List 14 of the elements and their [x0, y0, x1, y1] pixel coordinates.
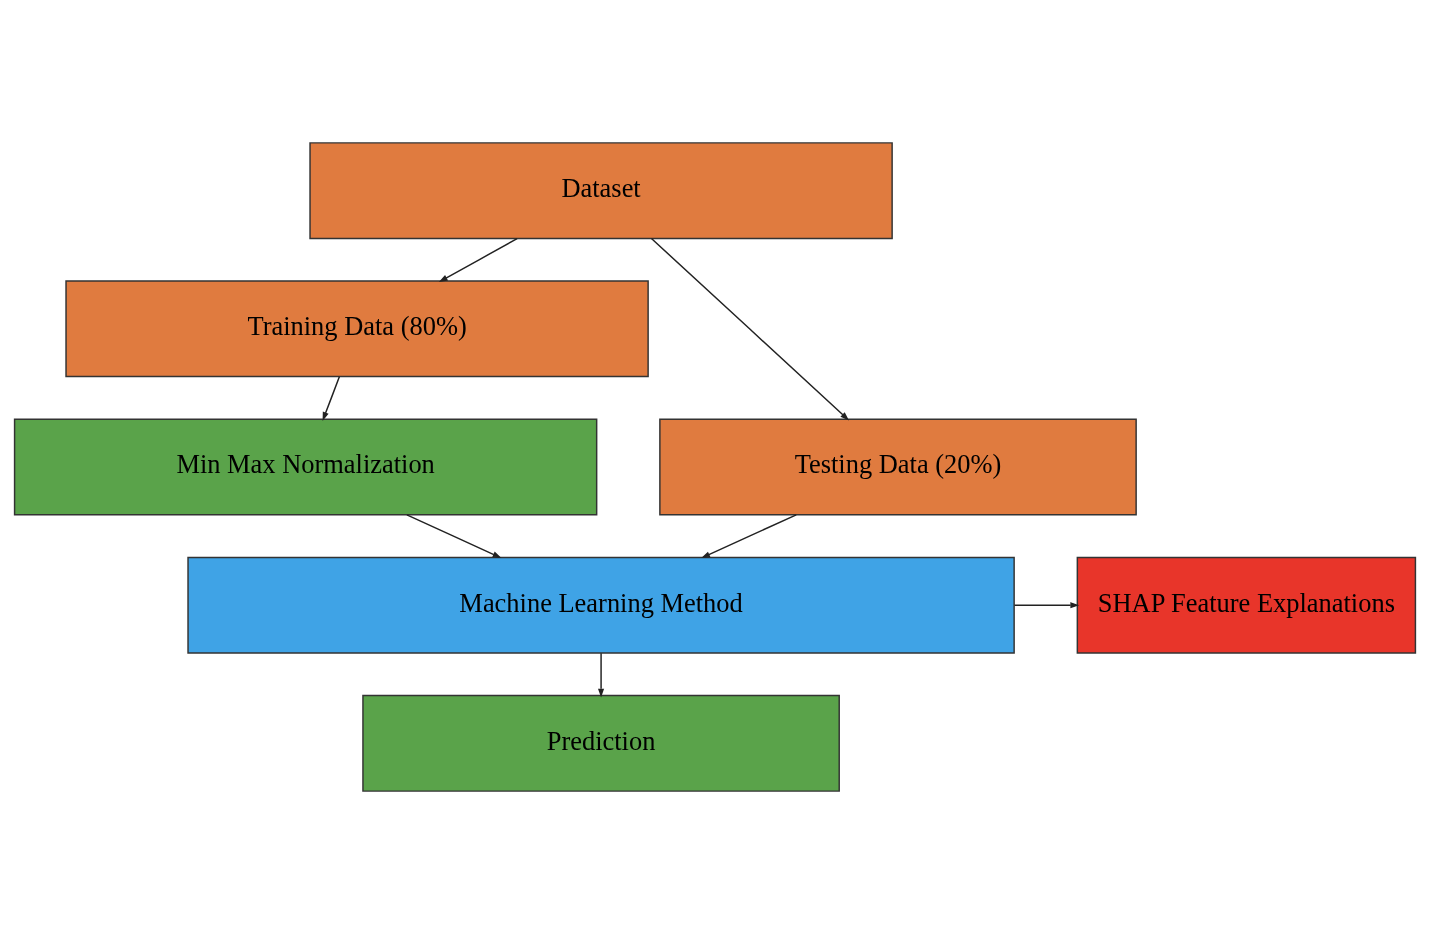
arrow — [598, 652, 605, 698]
arrow — [1013, 602, 1080, 609]
node-box: Min Max Normalization — [13, 418, 598, 516]
arrow — [650, 237, 850, 421]
arrow — [322, 376, 341, 421]
node-box: Dataset — [309, 142, 893, 240]
arrow — [438, 237, 518, 283]
arrow — [406, 514, 502, 559]
node-box: Prediction — [362, 694, 840, 792]
node-box: SHAP Feature Explanations — [1076, 556, 1417, 654]
node-box: Testing Data (20%) — [659, 418, 1137, 516]
node-box: Machine Learning Method — [187, 556, 1015, 654]
node-box: Training Data (80%) — [65, 280, 649, 378]
arrow — [701, 514, 797, 559]
